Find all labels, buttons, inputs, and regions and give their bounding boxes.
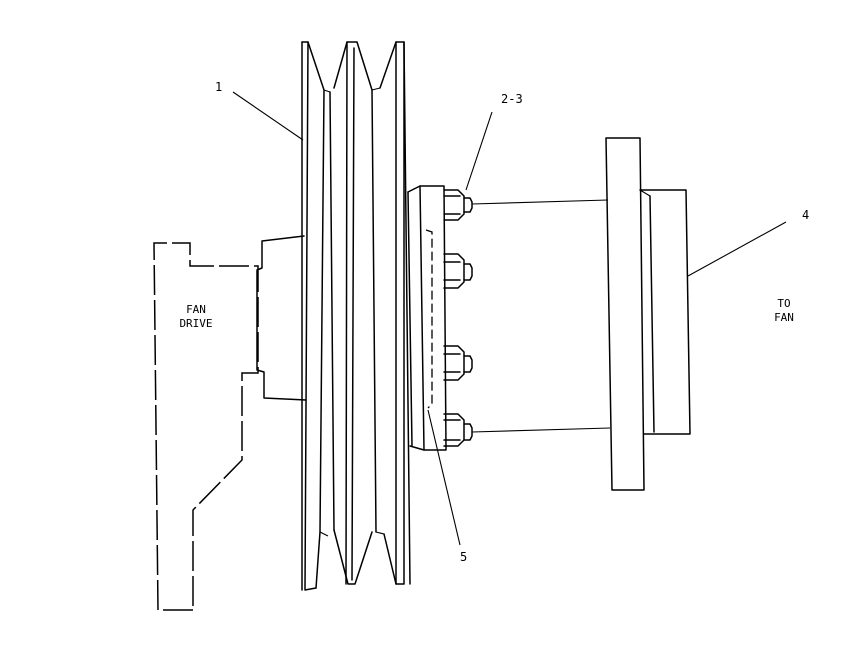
bolt-upper-middle	[443, 253, 473, 289]
to-fan-label-line1: TO	[777, 297, 790, 310]
callout-1: 1	[215, 80, 222, 94]
leader-lines	[232, 91, 787, 546]
to-fan-label-line2: FAN	[774, 311, 794, 324]
fan-drive-label-line1: FAN	[186, 303, 206, 316]
bolt-lower-middle	[443, 345, 473, 381]
adapter-plate	[407, 185, 447, 451]
fan-spacer	[605, 137, 691, 491]
callout-2-3: 2-3	[501, 92, 523, 106]
pulley-hub	[256, 235, 307, 401]
fan-drive-housing	[153, 242, 259, 611]
pulley	[301, 41, 411, 591]
callout-4: 4	[802, 208, 809, 222]
fan-drive-label-line2: DRIVE	[179, 317, 212, 330]
alignment-lines	[471, 199, 611, 433]
bolt-top	[443, 189, 473, 221]
bolt-bottom	[443, 413, 473, 447]
callout-5: 5	[460, 550, 467, 564]
